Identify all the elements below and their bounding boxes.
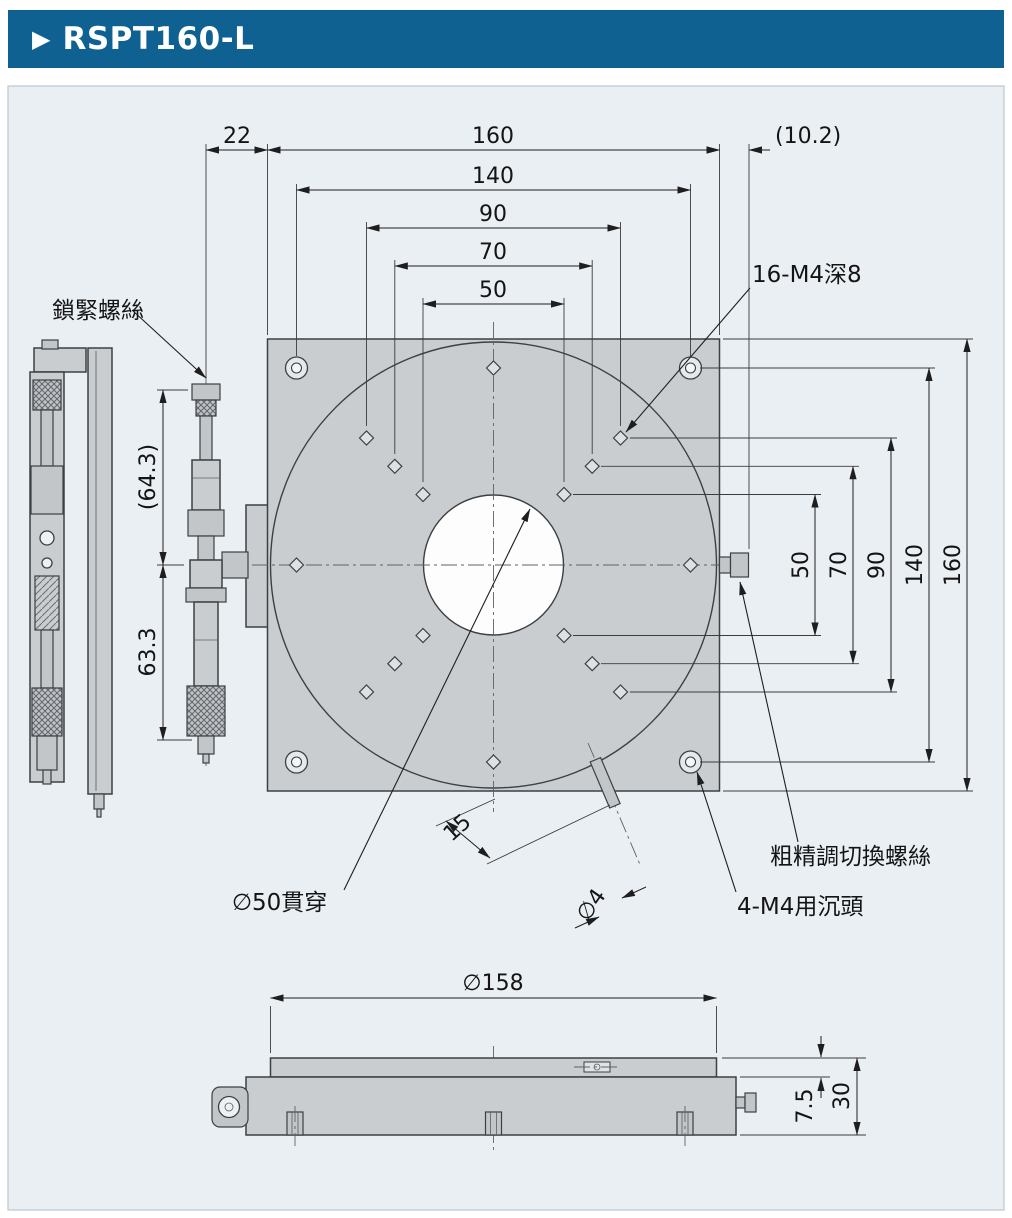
pivot-hole [39,530,55,546]
ear-hole [217,1095,241,1119]
dim-160-right: 160 [941,544,966,586]
top-nub [41,339,59,350]
countersunk-hole [678,356,703,380]
micrometer-bracket [245,504,269,628]
label-through-hole: ∅50貫穿 [232,890,327,916]
knurled-section [32,379,62,411]
table-plate [269,1057,718,1078]
dim-50-top: 50 [479,278,507,303]
label-countersunk: 4-M4用沉頭 [737,894,863,920]
eccentric-pin [589,756,621,809]
knurled-thimble [31,687,63,737]
micrometer-view [185,376,227,766]
label-lock-screw: 鎖緊螺絲 [52,298,144,324]
dim-158: ∅158 [462,971,523,996]
dimensions-top: 22 160 (10.2) 140 90 70 50 [205,124,841,549]
mid-block [30,465,64,515]
side-view-left [29,339,113,818]
thimble-tip [197,735,215,755]
callouts: 鎖緊螺絲 16-M4深8 粗精調切換螺絲 4-M4用沉頭 ∅50貫穿 [52,262,931,920]
dim-160-top: 160 [472,124,514,149]
bottom-screw [286,1106,304,1146]
spring-section [34,575,60,631]
ear-hole-inner [224,1102,234,1112]
spindle [40,409,54,467]
spindle-housing [189,559,223,589]
dim-10-2: (10.2) [775,124,841,149]
switch-screw-knob-side [744,1092,757,1113]
dim-140-right: 140 [903,544,928,586]
dim-90-right: 90 [865,551,890,579]
stage-edge-plate [87,347,113,795]
lock-nut [191,383,221,401]
micrometer-coupling-block [221,551,249,579]
dim-63-3: 63.3 [136,628,161,677]
countersunk-hole [678,750,703,774]
dim-140-top: 140 [472,164,514,189]
sleeve [193,601,219,687]
title-bar: ▶ RSPT160-L [8,10,1004,68]
lock-knurl [195,399,217,417]
label-coarse-fine-switch: 粗精調切換螺絲 [770,844,931,870]
bottom-screw [484,1111,503,1136]
dim-64-3: (64.3) [136,444,161,510]
countersunk-hole [284,356,309,380]
lock-ring [185,587,227,603]
lower-block [36,735,58,771]
bottom-screw [676,1106,694,1146]
upper-shaft [199,415,213,461]
dimensions-bottom: ∅158 7.5 30 [270,971,866,1136]
dimensions-right: 50 70 90 140 160 [573,338,973,792]
coupling [187,509,225,537]
thimble-end [202,753,210,764]
elevation-view [211,1046,757,1152]
bottom-pin [93,793,105,810]
countersunk-hole [284,750,309,774]
upper-barrel [191,459,221,511]
plan-view [221,322,750,868]
bottom-pin-tip [96,808,102,818]
dimensions-left: (64.3) 63.3 [136,389,192,741]
page-title: RSPT160-L [62,21,255,57]
switch-screw-neck-side [735,1096,746,1109]
title-arrow-icon: ▶ [32,25,51,53]
dim-90-top: 90 [479,202,507,227]
dim-30: 30 [830,1082,855,1110]
label-m4-holes: 16-M4深8 [752,262,862,288]
lower-pin [42,769,52,785]
switch-screw-neck [718,556,732,574]
stem [197,535,215,561]
switch-screw-knob [729,552,750,578]
dim-7-5: 7.5 [793,1089,818,1124]
thimble-knurl [186,685,226,737]
dim-22: 22 [223,124,251,149]
dim-70-top: 70 [479,240,507,265]
pivot-hole [41,557,53,569]
lower-spindle [40,629,54,689]
dim-50-right: 50 [789,551,814,579]
dim-70-right: 70 [827,551,852,579]
top-block [33,347,87,373]
